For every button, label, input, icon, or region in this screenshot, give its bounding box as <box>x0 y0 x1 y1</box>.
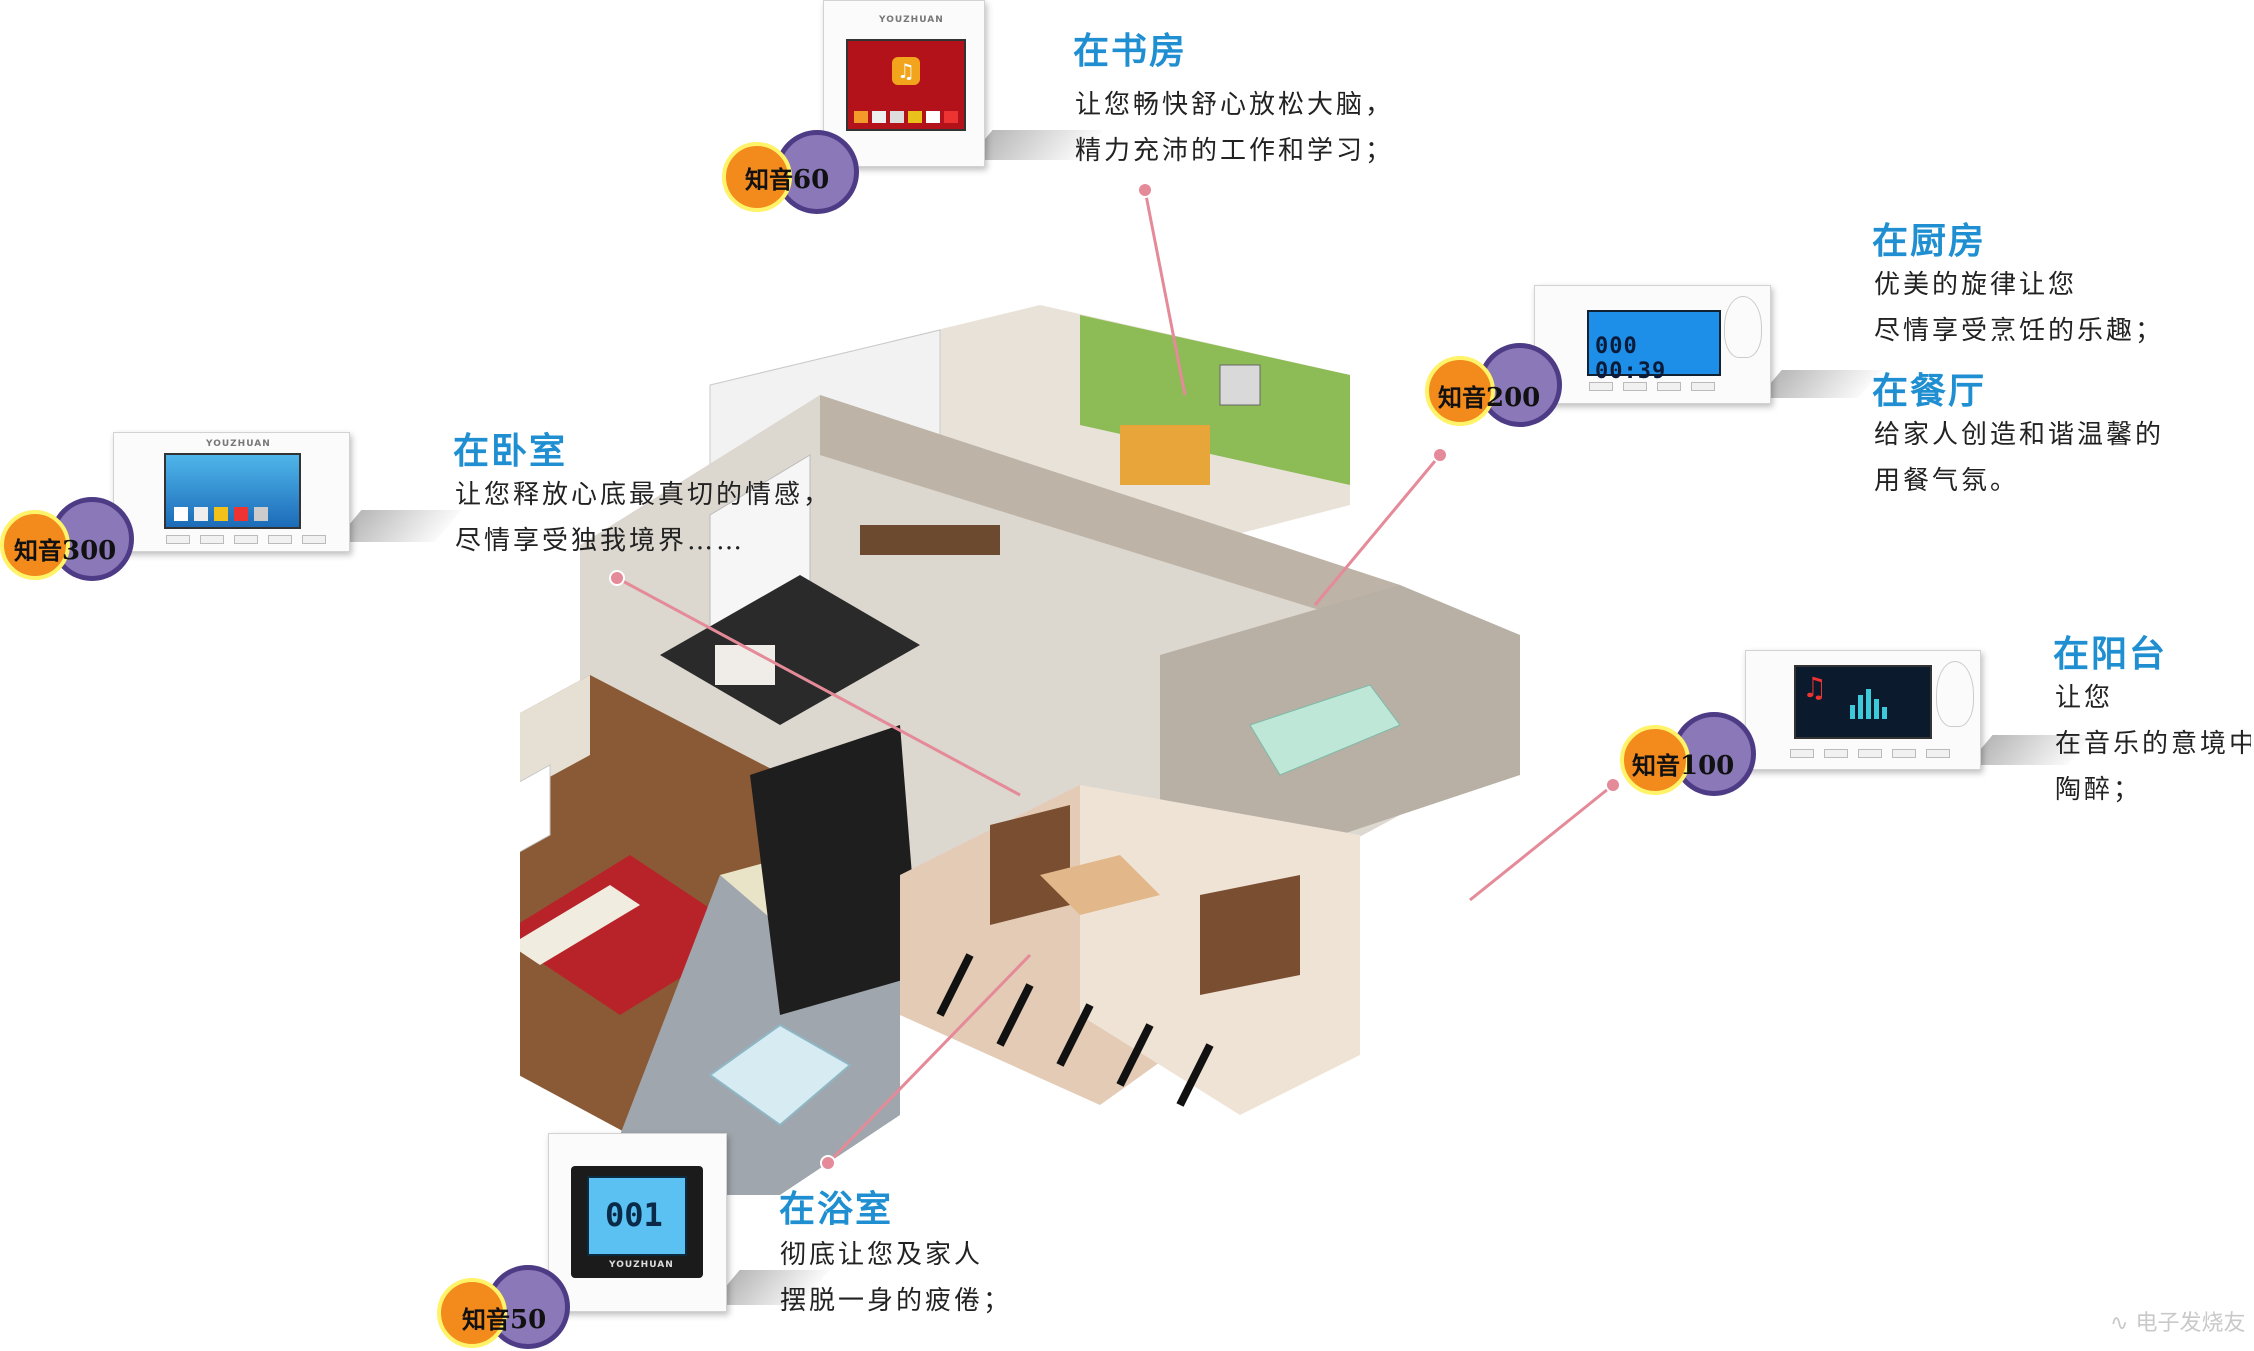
entrance-door <box>990 805 1070 925</box>
study-sofa <box>1120 425 1210 485</box>
device-button-row <box>166 535 326 544</box>
badge-prefix: 知音 <box>1438 383 1486 412</box>
device-brand-label: YOUZHUAN <box>879 15 944 25</box>
bathroom-description: 彻底让您及家人 摆脱一身的疲倦； <box>780 1232 1012 1324</box>
pin-bathroom <box>820 1155 836 1171</box>
badge-number: 300 <box>62 536 117 566</box>
pin-balcony <box>1605 777 1621 793</box>
device-zhiyin200: 000 00:39 <box>1534 285 1771 404</box>
device-button-row <box>1589 382 1715 391</box>
app-icon-row <box>854 111 958 123</box>
device-screen: 000 00:39 <box>1587 310 1721 384</box>
kitchen-description: 优美的旋律让您 尽情享受烹饪的乐趣； <box>1874 262 2164 354</box>
description-line: 陶醉； <box>2055 775 2143 805</box>
device-brand-label: YOUZHUAN <box>206 439 271 449</box>
dining-title: 在餐厅 <box>1872 371 1987 412</box>
living-rug <box>660 575 920 725</box>
description-line: 精力充沛的工作和学习； <box>1075 136 1395 166</box>
tv-cabinet <box>860 525 1000 555</box>
dining-glass-table <box>1249 684 1401 776</box>
watermark: ∿ 电子发烧友 <box>2110 1305 2245 1337</box>
balcony-title: 在阳台 <box>2053 634 2168 675</box>
badge-number: 100 <box>1680 751 1735 781</box>
description-line: 彻底让您及家人 <box>780 1240 984 1270</box>
floor-stripe <box>996 983 1034 1047</box>
pin-bedroom <box>609 570 625 586</box>
description-line: 优美的旋律让您 <box>1874 270 2078 300</box>
floor-stripe <box>1176 1043 1214 1107</box>
corridor <box>750 725 920 1015</box>
device-button-row <box>1790 749 1950 758</box>
study-description: 让您畅快舒心放松大脑， 精力充沛的工作和学习； <box>1075 82 1394 174</box>
description-line: 给家人创造和谐温馨的 <box>1874 420 2165 450</box>
bathroom-title: 在浴室 <box>779 1189 894 1230</box>
kitchen-title: 在厨房 <box>1872 221 1987 262</box>
shower-glass <box>708 1023 852 1127</box>
bedroom-bed <box>520 855 750 1015</box>
badge-number: 200 <box>1486 383 1541 413</box>
description-line: 尽情享受烹饪的乐趣； <box>1874 316 2165 346</box>
description-line: 让您畅快舒心放松大脑， <box>1075 90 1395 120</box>
device-screen <box>164 453 301 529</box>
bedroom-window <box>520 764 551 853</box>
device-screen: 001 <box>587 1176 687 1256</box>
dining-description: 给家人创造和谐温馨的 用餐气氛。 <box>1874 412 2164 504</box>
bed-pillows <box>520 885 640 965</box>
description-line: 尽情享受独我境界…… <box>455 526 746 556</box>
description-line: 摆脱一身的疲倦； <box>780 1286 1013 1316</box>
badge-number: 60 <box>793 165 830 195</box>
description-line: 让您释放心底最真切的情感， <box>455 480 833 510</box>
badge-prefix: 知音 <box>462 1305 510 1334</box>
floor-stripe <box>936 953 974 1017</box>
device-zhiyin100: ♫ <box>1745 650 1981 770</box>
pin-kitchen <box>1432 447 1448 463</box>
bedroom-description: 让您释放心底最真切的情感， 尽情享受独我境界…… <box>455 472 832 564</box>
music-note-icon: ♫ <box>1802 671 1828 704</box>
floor-stripe <box>1056 1003 1094 1067</box>
device-zhiyin50: 001 YOUZHUAN <box>548 1133 727 1312</box>
balcony-cabinet <box>1040 855 1160 915</box>
bedroom-title: 在卧室 <box>453 431 568 472</box>
living-back-wall <box>820 395 1400 635</box>
study-title: 在书房 <box>1073 31 1188 72</box>
flower-decoration <box>1936 661 1974 727</box>
watermark-logo-icon: ∿ <box>2110 1311 2129 1336</box>
badge-prefix: 知音 <box>14 536 62 565</box>
balcony-door <box>1200 875 1300 995</box>
device-screen: ♫ <box>1794 665 1932 739</box>
badge-prefix: 知音 <box>1632 751 1680 780</box>
study-green-wall <box>1080 315 1350 485</box>
device-zhiyin300: YOUZHUAN <box>113 432 350 552</box>
device-screen: ♫ <box>846 39 966 131</box>
description-line: 在音乐的意境中 <box>2055 729 2251 759</box>
app-icon-row <box>174 507 268 521</box>
description-line: 让您 <box>2055 683 2114 713</box>
badge-prefix: 知音 <box>745 165 793 194</box>
music-note-icon: ♫ <box>892 57 920 85</box>
equalizer-graphic <box>1850 689 1887 719</box>
house-cutaway-illustration <box>520 305 1520 1195</box>
pin-study <box>1137 182 1153 198</box>
device-zhiyin60: YOUZHUAN ♫ <box>823 0 985 167</box>
device-lcd-readout: 001 <box>605 1196 663 1234</box>
device-brand-label: YOUZHUAN <box>609 1260 674 1270</box>
flower-decoration <box>1724 296 1762 358</box>
badge-number: 50 <box>510 1305 547 1335</box>
device-lcd-readout: 000 00:39 <box>1595 334 1667 384</box>
description-line: 用餐气氛。 <box>1874 466 2020 496</box>
coffee-table <box>715 645 775 685</box>
floor-stripe <box>1116 1023 1154 1087</box>
balcony-description: 让您 在音乐的意境中 陶醉； <box>2055 675 2251 813</box>
bedroom-back-wall <box>520 675 590 794</box>
watermark-text: 电子发烧友 <box>2135 1311 2246 1336</box>
study-wall-art <box>1219 364 1261 406</box>
